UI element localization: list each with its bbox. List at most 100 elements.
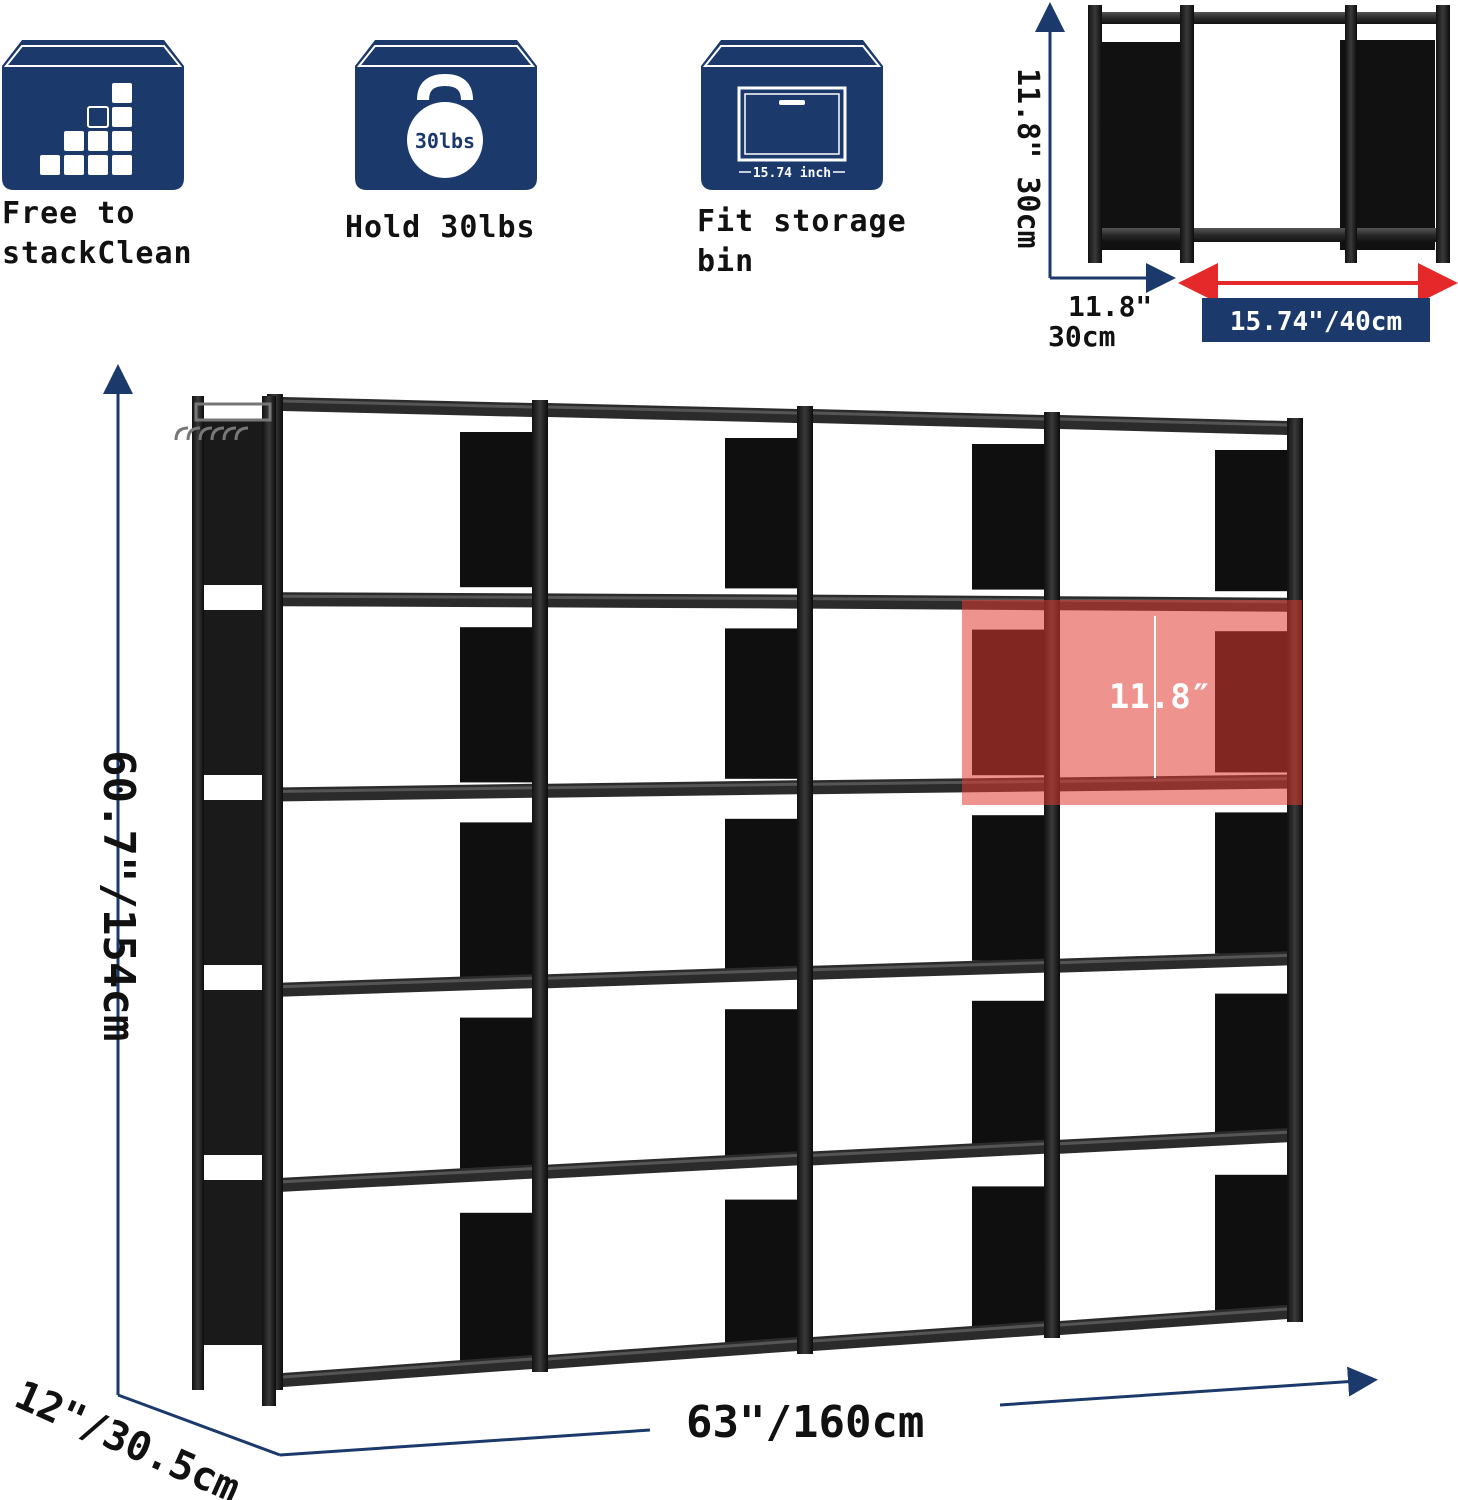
shelf-rail-highlight — [282, 399, 533, 409]
side-panel — [198, 420, 268, 585]
shelf-rail-highlight — [812, 961, 1045, 972]
shelf-rail-highlight — [282, 976, 533, 989]
cube-depth-cm-label: 30cm — [1048, 320, 1115, 353]
side-panel — [198, 800, 268, 965]
cube-side-panel — [972, 1186, 1044, 1332]
shelf-rail-highlight — [547, 405, 798, 415]
shelf-rail-highlight — [547, 595, 798, 601]
shelf-rail-highlight — [547, 968, 798, 980]
cube-side-panel — [460, 627, 532, 783]
feature-capacity-label: Hold 30lbs — [345, 210, 536, 245]
storage-bin-icon: 15.74 inch — [701, 40, 883, 190]
shelf-width-label: 63"/160cm — [686, 1397, 924, 1448]
feature-stack: Free to stackClean — [2, 40, 192, 271]
shelf-rail-highlight — [812, 597, 1045, 602]
shelf-rail — [806, 958, 1051, 980]
shelf-post — [192, 396, 204, 1390]
shelf-rail — [541, 1337, 804, 1369]
shelf-rail — [541, 593, 804, 609]
shelf-rail — [276, 1355, 539, 1387]
cube-side-panel — [972, 815, 1044, 961]
cube-shelf: 11.8″ — [174, 394, 1303, 1406]
cube-side-panel — [725, 1009, 797, 1160]
shelf-rail — [1053, 1305, 1294, 1335]
shelf-rail-highlight — [547, 1339, 798, 1361]
shelf-rail-highlight — [282, 1357, 533, 1379]
shelf-post — [262, 396, 276, 1406]
kettlebell-weight: 30lbs — [415, 129, 475, 153]
shelf-rail-highlight — [547, 1153, 798, 1171]
shelf-rail-highlight — [812, 1142, 1045, 1157]
shelf-rail — [1053, 1128, 1294, 1154]
shelf-rail — [541, 403, 804, 423]
feature-bin: 15.74 inch Fit storage bin — [697, 40, 906, 279]
shelf-rail — [276, 397, 539, 417]
feature-capacity: 30lbs Hold 30lbs — [345, 40, 537, 245]
cube-side-panel — [460, 1212, 532, 1368]
shelf-depth-arrow — [117, 1393, 281, 1457]
shelf-width-arrow — [999, 1366, 1378, 1407]
cube-side-panel — [725, 1199, 797, 1350]
shelf-rail-highlight — [1059, 1307, 1288, 1327]
shelf-rail — [276, 974, 539, 997]
shelf-post — [1044, 412, 1060, 1338]
highlight-cell — [962, 600, 1302, 805]
single-cube-diagram — [1035, 2, 1458, 303]
shelf-rail — [1053, 415, 1294, 435]
side-panel — [198, 990, 268, 1155]
cube-height-label: 11.8" 30cm — [1010, 68, 1045, 249]
shelf-rail — [1053, 951, 1294, 973]
cube-depth-in-label: 11.8" — [1068, 290, 1152, 323]
cube-side-panel — [1215, 993, 1287, 1135]
shelf-rail-highlight — [282, 594, 533, 599]
side-panel — [198, 610, 268, 775]
highlight-height-label: 11.8″ — [1109, 677, 1211, 717]
cube-bottom-rail — [1095, 228, 1445, 242]
shelf-rail — [541, 1151, 804, 1179]
cube-side-panel — [725, 628, 797, 779]
feature-bin-label: Fit storage bin — [697, 204, 907, 279]
shelf-post — [797, 406, 813, 1354]
cube-width-badge — [1202, 298, 1430, 342]
cube-side-panel — [460, 1017, 532, 1173]
shelf-rail-highlight — [812, 411, 1045, 421]
shelf-rail-highlight — [1059, 1130, 1288, 1146]
cube-side-panel — [1215, 1174, 1287, 1316]
cube-side-panel — [972, 444, 1044, 590]
cube-side-panel — [725, 818, 797, 970]
shelf-rail-highlight — [282, 1167, 533, 1184]
shelf-rail — [806, 409, 1051, 429]
cube-side-panel — [972, 1000, 1044, 1147]
shelf-rail — [276, 783, 539, 802]
shelf-rail — [806, 1321, 1051, 1351]
shelf-depth-label: 12"/30.5cm — [8, 1372, 247, 1500]
shelf-rail-highlight — [1059, 417, 1288, 427]
hook-icon — [174, 402, 272, 441]
bin-width-text: 15.74 inch — [753, 166, 831, 181]
shelf-rail — [276, 592, 539, 608]
shelf-rail — [806, 1139, 1051, 1166]
shelf-post — [1287, 418, 1303, 1322]
shelf-rail-highlight — [812, 1323, 1045, 1343]
stack-icon — [2, 40, 184, 190]
cube-side-panel — [460, 432, 532, 588]
kettlebell-icon: 30lbs — [355, 40, 537, 190]
cube-top-rail — [1095, 12, 1445, 24]
cube-side-panel — [460, 822, 532, 978]
cube-side-panel — [725, 438, 797, 589]
shelf-height-label: 60.7"/154cm — [93, 750, 144, 1041]
shelf-rail — [276, 1164, 539, 1192]
shelf-rail-highlight — [1059, 953, 1288, 965]
shelf-post — [532, 400, 548, 1372]
cube-side-panel — [1215, 812, 1287, 954]
shelf-rail — [541, 965, 804, 989]
shelf-rail-highlight — [547, 782, 798, 790]
cube-left-panel — [1092, 40, 1192, 250]
cube-side-panel — [1215, 450, 1287, 592]
side-panel — [198, 1180, 268, 1345]
shelf-rail-highlight — [282, 786, 533, 793]
cube-width-label: 15.74"/40cm — [1230, 307, 1402, 337]
shelf-rail — [541, 780, 804, 798]
feature-stack-label: Free to stackClean — [2, 196, 193, 271]
